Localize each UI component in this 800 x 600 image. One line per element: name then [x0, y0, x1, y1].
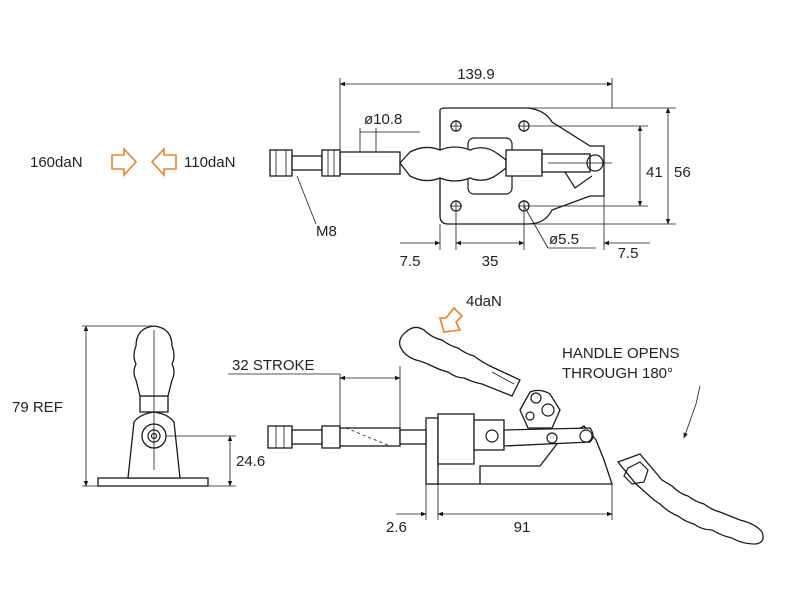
front-link-pin [546, 432, 558, 444]
dim-base-width: 56 [674, 164, 691, 181]
dim-thread: M8 [316, 223, 337, 240]
dim-pivot-height: 24.6 [236, 453, 265, 470]
side-view: 79 REF 24.6 [12, 325, 265, 487]
top-view: 139.9 ø10.8 M8 7.5 35 ø5.5 7.5 41 [30, 66, 691, 270]
front-slide-pin [485, 429, 499, 443]
push-arrow-icon [111, 146, 138, 178]
threaded-rod [291, 155, 323, 171]
front-handle-closed [398, 326, 521, 397]
dim-edge-right: 7.5 [618, 245, 639, 262]
note-line-2: THROUGH 180° [562, 365, 673, 382]
force-push-label: 160daN [30, 154, 83, 171]
pull-arrow-icon [150, 146, 177, 178]
front-link-arm [503, 427, 594, 447]
side-base-plate [97, 477, 209, 487]
front-mount-flange [425, 417, 439, 485]
front-plunger [339, 427, 401, 447]
front-threaded-rod [291, 429, 323, 445]
front-link-pin [579, 429, 593, 443]
note-line-1: HANDLE OPENS [562, 345, 680, 362]
dim-hole-diameter: ø5.5 [549, 231, 579, 248]
force-pull-label: 110daN [184, 154, 235, 171]
front-handle-link [519, 389, 561, 429]
dim-edge-left: 7.5 [400, 253, 421, 270]
linkage-block [505, 149, 543, 177]
dim-offset: 2.6 [386, 519, 407, 536]
front-lock-nut [321, 425, 341, 449]
dim-overall-length: 139.9 [457, 66, 495, 83]
front-handle-open [616, 453, 764, 545]
dim-height: 79 REF [12, 399, 63, 416]
front-hex-nut [267, 425, 293, 449]
front-body-block [437, 413, 475, 465]
front-plunger-tip [399, 429, 427, 445]
plunger-bushing [339, 151, 401, 175]
dim-hole-vertical: 41 [646, 164, 663, 181]
front-slide-block [473, 419, 505, 451]
top-handle-grip [399, 146, 507, 182]
dim-stroke: 32 STROKE [232, 357, 315, 374]
dim-base-length: 91 [514, 519, 531, 536]
hex-nut [269, 149, 293, 177]
handle-force-label: 4daN [466, 293, 502, 310]
dim-bushing-diameter: ø10.8 [364, 111, 402, 128]
lock-nut [321, 149, 341, 177]
dim-hole-spacing: 35 [482, 253, 499, 270]
front-view: 4daN 32 STROKE 2.6 91 HANDLE OPENS THROU… [228, 293, 764, 545]
front-handle-hex [623, 461, 649, 485]
handle-force-arrow-icon [438, 306, 464, 333]
